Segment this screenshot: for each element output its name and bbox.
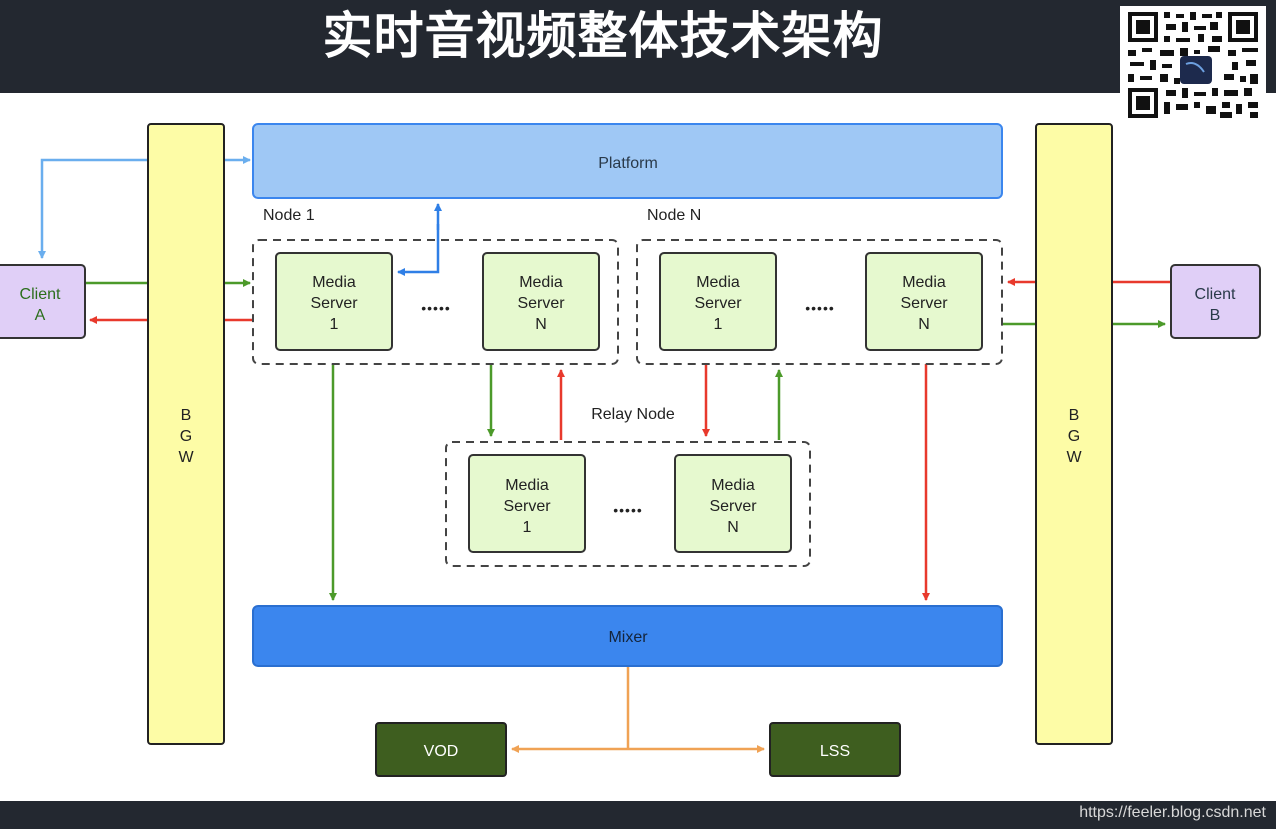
bgw-left-letter: B xyxy=(181,407,192,424)
node-n-label: Node N xyxy=(647,207,701,224)
page-title: 实时音视频整体技术架构 xyxy=(322,7,884,65)
node-1-label: Node 1 xyxy=(263,207,315,224)
media-server-label: Server xyxy=(310,295,358,312)
media-server-box: Media Server 1 xyxy=(659,252,777,351)
bgw-right: B G W xyxy=(1035,123,1113,745)
media-server-label: 1 xyxy=(523,519,532,536)
relay-node-group: Relay Node Media Server 1 ••••• Media Se… xyxy=(445,406,811,567)
media-server-box: Media Server N xyxy=(482,252,600,351)
media-server-label: Media xyxy=(519,274,563,291)
bgw-left-letter: W xyxy=(178,449,194,466)
vod-label: VOD xyxy=(424,743,459,760)
media-server-label: Server xyxy=(517,295,565,312)
media-server-label: Server xyxy=(900,295,948,312)
media-server-label: N xyxy=(727,519,739,536)
vod-box: VOD xyxy=(375,722,507,777)
platform-label: Platform xyxy=(598,155,658,172)
platform-box: Platform xyxy=(252,123,1003,199)
mixer-box: Mixer xyxy=(252,605,1003,667)
bgw-left-letter: G xyxy=(180,428,192,445)
bgw-right-letter: G xyxy=(1068,428,1080,445)
media-server-label: Media xyxy=(902,274,946,291)
ellipsis: ••••• xyxy=(421,300,451,316)
client-a-label: A xyxy=(35,307,46,324)
media-server-box: Media Server 1 xyxy=(468,454,586,553)
header-bar: 实时音视频整体技术架构 xyxy=(0,0,1276,93)
media-server-label: Server xyxy=(709,498,757,515)
client-b-label: Client xyxy=(1195,286,1236,303)
media-server-box: Media Server N xyxy=(865,252,983,351)
media-server-label: Media xyxy=(312,274,356,291)
lss-box: LSS xyxy=(769,722,901,777)
media-server-box: Media Server N xyxy=(674,454,792,553)
media-server-label: N xyxy=(918,316,930,333)
media-server-box: Media Server 1 xyxy=(275,252,393,351)
ellipsis: ••••• xyxy=(613,502,643,518)
media-server-label: Media xyxy=(711,477,755,494)
connector-arrows xyxy=(38,156,1170,753)
client-a-label: Client xyxy=(20,286,61,303)
client-b-box: Client B xyxy=(1170,264,1261,339)
media-server-label: 1 xyxy=(330,316,339,333)
mixer-label: Mixer xyxy=(608,629,648,646)
media-server-label: Media xyxy=(696,274,740,291)
client-b-label: B xyxy=(1210,307,1221,324)
media-server-label: 1 xyxy=(714,316,723,333)
footer-bar: https://feeler.blog.csdn.net xyxy=(0,801,1276,829)
bgw-left: B G W xyxy=(147,123,225,745)
node-1-group: Node 1 Media Server 1 ••••• Media Server… xyxy=(252,207,619,365)
media-server-label: Server xyxy=(694,295,742,312)
watermark-url: https://feeler.blog.csdn.net xyxy=(1079,804,1266,821)
media-server-label: Media xyxy=(505,477,549,494)
media-server-label: Server xyxy=(503,498,551,515)
ellipsis: ••••• xyxy=(805,300,835,316)
qr-code-icon xyxy=(1120,6,1266,124)
media-server-label: N xyxy=(535,316,547,333)
relay-node-label: Relay Node xyxy=(591,406,675,423)
node-n-group: Node N Media Server 1 ••••• Media Server… xyxy=(636,207,1003,365)
lss-label: LSS xyxy=(820,743,850,760)
bgw-right-letter: W xyxy=(1066,449,1082,466)
client-a-box: Client A xyxy=(0,264,86,339)
bgw-right-letter: B xyxy=(1069,407,1080,424)
